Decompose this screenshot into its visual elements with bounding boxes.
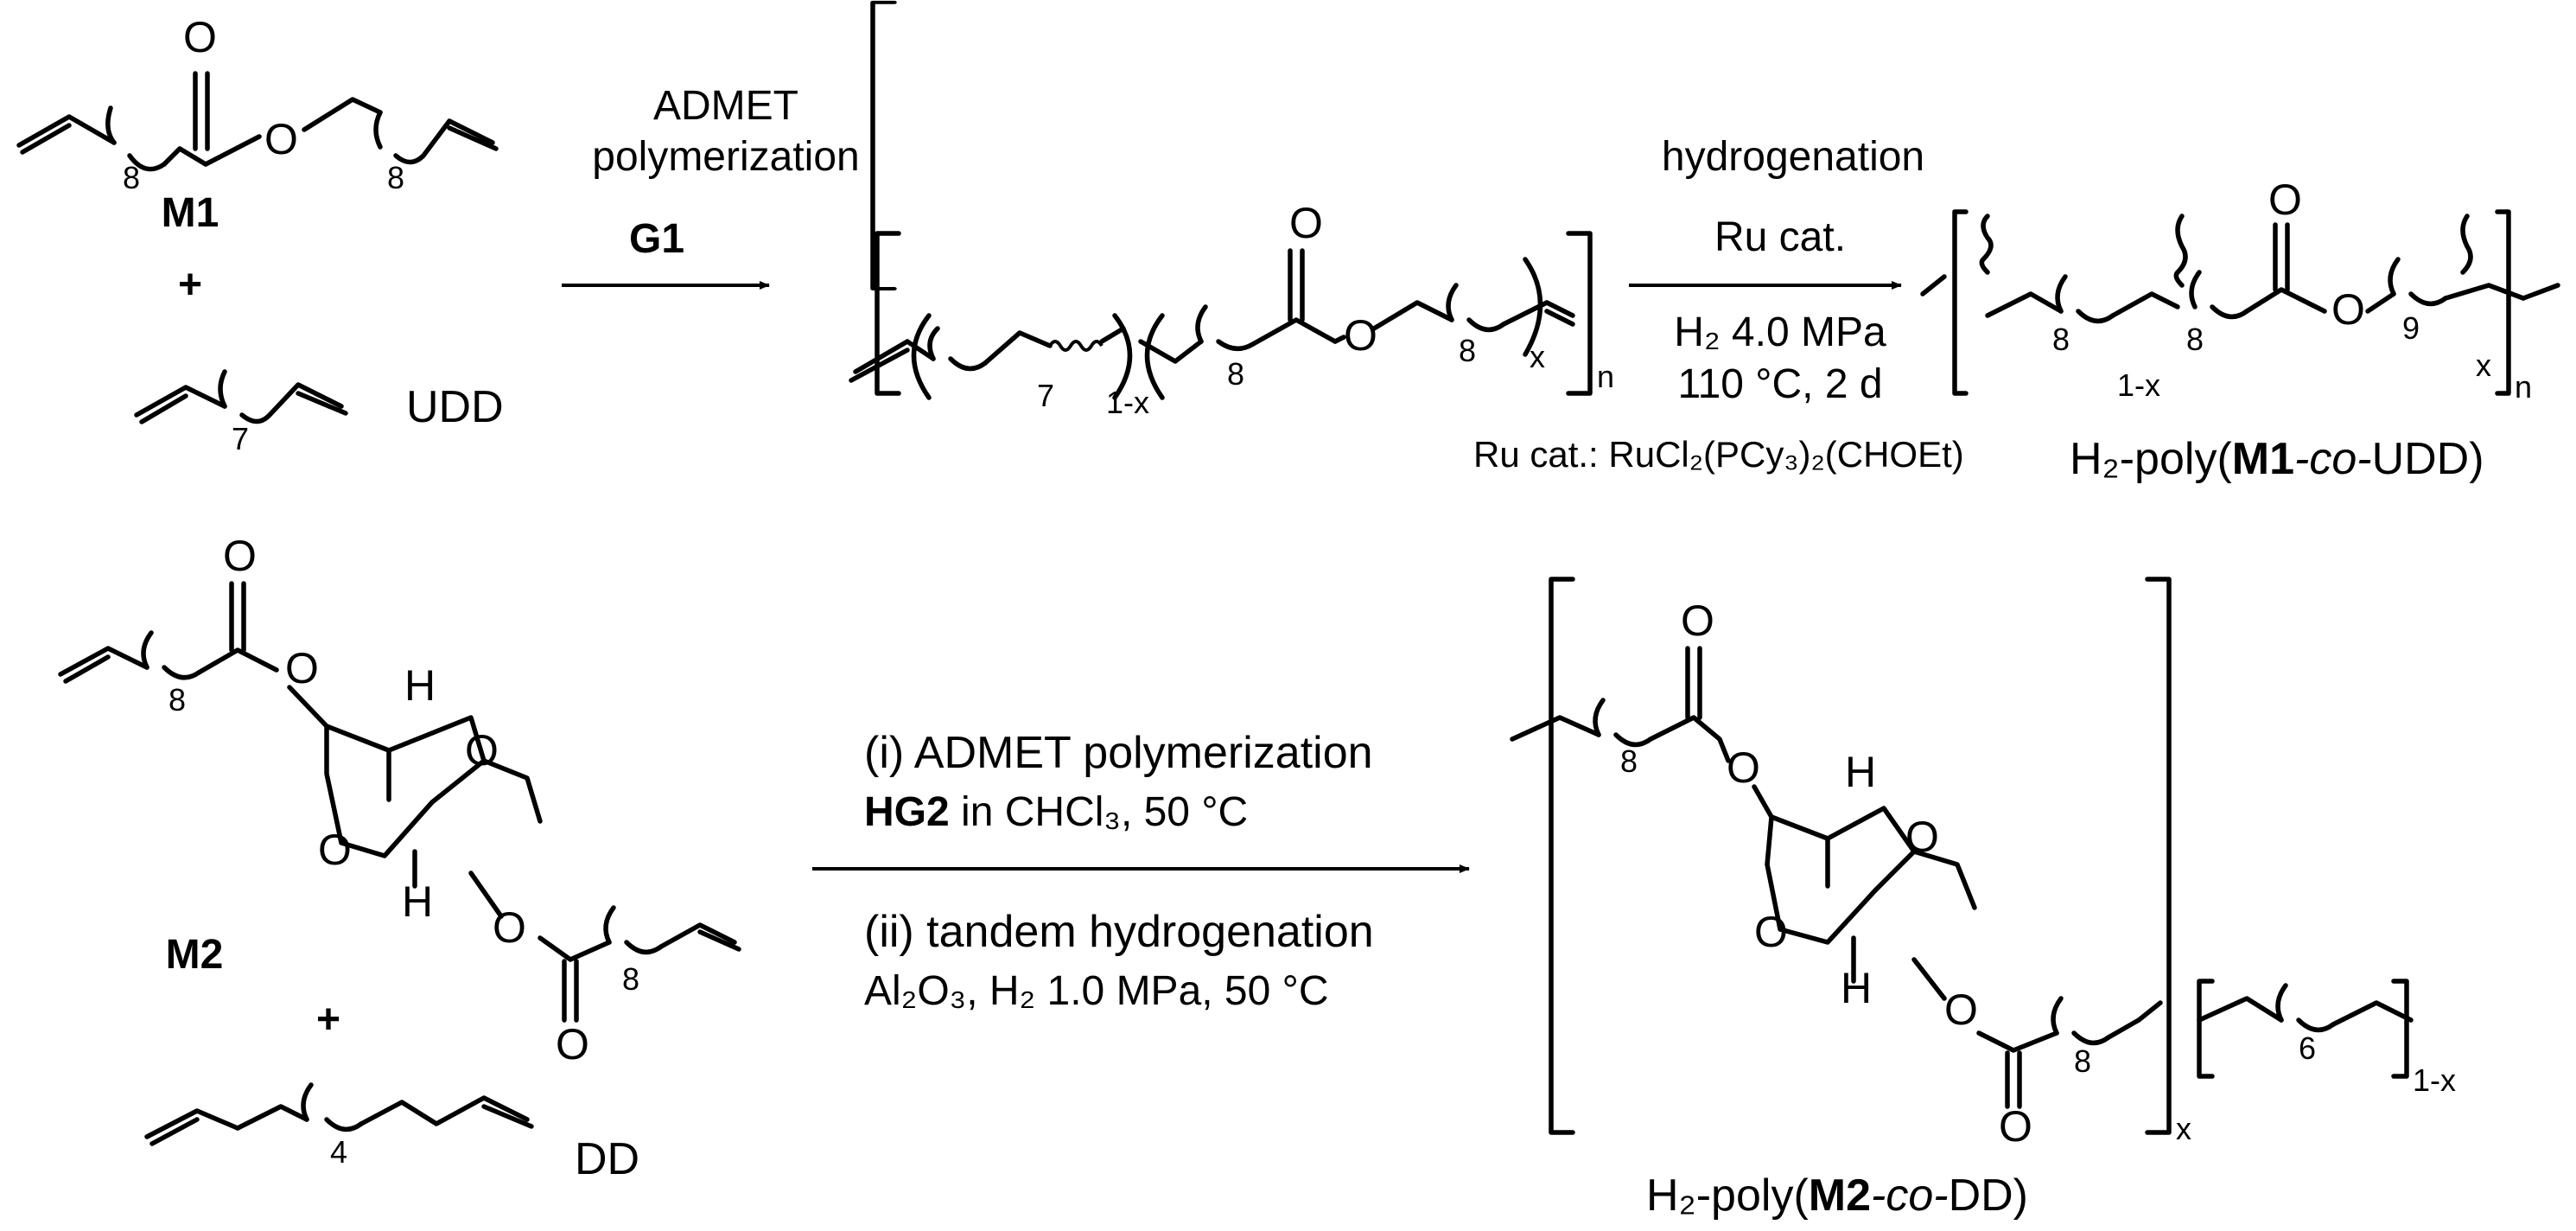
- repeat-count: 9: [2402, 310, 2420, 346]
- atom-h: H: [402, 877, 433, 926]
- plus-sign: +: [316, 997, 340, 1043]
- comonomer-udd-structure: 7: [134, 369, 348, 456]
- atom-h: H: [1845, 748, 1876, 796]
- atom-o-ester: O: [285, 644, 319, 692]
- repeat-count: 8: [1227, 356, 1244, 392]
- polymer-intermediate-structure: 7 1-x 8 O O 8 x n: [849, 0, 1614, 420]
- repeat-count: 8: [622, 961, 639, 997]
- monomer-m2-structure: O O H O O H O O 8 8: [58, 532, 741, 1068]
- fraction-x: x: [1530, 339, 1545, 374]
- atom-o-ester: O: [2331, 285, 2365, 334]
- product-1-name: H₂-poly(M1-co-UDD): [2070, 434, 2484, 484]
- step-ii-title: (ii) tandem hydrogenation: [864, 907, 1374, 957]
- fraction-1-x: 1-x: [2413, 1062, 2456, 1098]
- step-i-conditions: HG2 in CHCl₃, 50 °C: [864, 789, 1248, 835]
- repeat-count: 8: [123, 160, 140, 195]
- repeat-count: 8: [2052, 322, 2070, 357]
- atom-o-carbonyl: O: [1681, 596, 1714, 645]
- fraction-1-x: 1-x: [1106, 385, 1149, 420]
- product-2-structure: O O H O O H O O 8 8 6 x 1-x: [1510, 577, 2456, 1151]
- atom-o-ring: O: [318, 826, 352, 874]
- comonomer-dd-label: DD: [575, 1134, 639, 1184]
- atom-o-carbonyl: O: [1289, 199, 1323, 247]
- atom-h: H: [404, 661, 436, 710]
- atom-o-ring: O: [1905, 813, 1939, 861]
- atom-h: H: [1841, 964, 1872, 1012]
- atom-o-ester: O: [493, 903, 526, 952]
- step-i-title: (i) ADMET polymerization: [864, 728, 1373, 778]
- repeat-count: 8: [387, 160, 404, 195]
- atom-o-ring: O: [465, 726, 499, 775]
- repeat-count: 8: [1459, 333, 1476, 368]
- step1-subtitle: polymerization: [592, 134, 859, 180]
- repeat-count: 8: [1620, 743, 1638, 779]
- repeat-n: n: [2515, 369, 2532, 405]
- fraction-x: x: [2476, 348, 2491, 383]
- monomer-m1-structure: O O 8 8: [16, 13, 499, 195]
- product-1-structure: 8 1-x 8 O O 9 x n: [1920, 175, 2560, 405]
- atom-o-carbonyl: O: [183, 13, 217, 61]
- comonomer-dd-structure: 4: [144, 1082, 534, 1170]
- catalyst-g1: G1: [629, 216, 684, 262]
- product-2-name: H₂-poly(M2-co-DD): [1646, 1170, 2028, 1221]
- condition-temp-time: 110 °C, 2 d: [1677, 361, 1882, 407]
- monomer-m2-label: M2: [166, 932, 224, 978]
- repeat-count: 7: [232, 421, 249, 456]
- repeat-count: 8: [2074, 1043, 2091, 1079]
- step-ii-conditions: Al₂O₃, H₂ 1.0 MPa, 50 °C: [864, 968, 1329, 1014]
- atom-o-carbonyl: O: [2268, 175, 2302, 224]
- ru-catalyst-note: Ru cat.: RuCl₂(PCy₃)₂(CHOEt): [1473, 434, 1964, 475]
- atom-o-ring: O: [1754, 908, 1788, 956]
- fraction-1-x: 1-x: [2117, 367, 2160, 403]
- step1-title: ADMET: [653, 83, 798, 129]
- atom-o-carbonyl: O: [556, 1020, 589, 1068]
- step2-title: hydrogenation: [1662, 134, 1924, 180]
- monomer-m1-label: M1: [162, 190, 219, 236]
- repeat-n: n: [1597, 359, 1614, 394]
- atom-o-ester: O: [1344, 311, 1377, 360]
- atom-o-carbonyl: O: [223, 532, 257, 580]
- atom-o-ester: O: [1944, 985, 1978, 1034]
- atom-o-ester: O: [1727, 743, 1760, 792]
- catalyst-ru: Ru cat.: [1714, 214, 1846, 260]
- comonomer-udd-label: UDD: [406, 382, 504, 432]
- atom-o-carbonyl: O: [1999, 1102, 2032, 1151]
- fraction-x: x: [2176, 1111, 2191, 1146]
- plus-sign: +: [178, 262, 202, 308]
- repeat-count: 6: [2299, 1030, 2316, 1066]
- atom-o-ester: O: [264, 115, 298, 163]
- repeat-count: 7: [1037, 378, 1054, 413]
- repeat-count: 4: [330, 1134, 347, 1170]
- repeat-count: 8: [169, 682, 186, 718]
- condition-pressure: H₂ 4.0 MPa: [1674, 309, 1886, 355]
- repeat-count: 8: [2186, 322, 2204, 357]
